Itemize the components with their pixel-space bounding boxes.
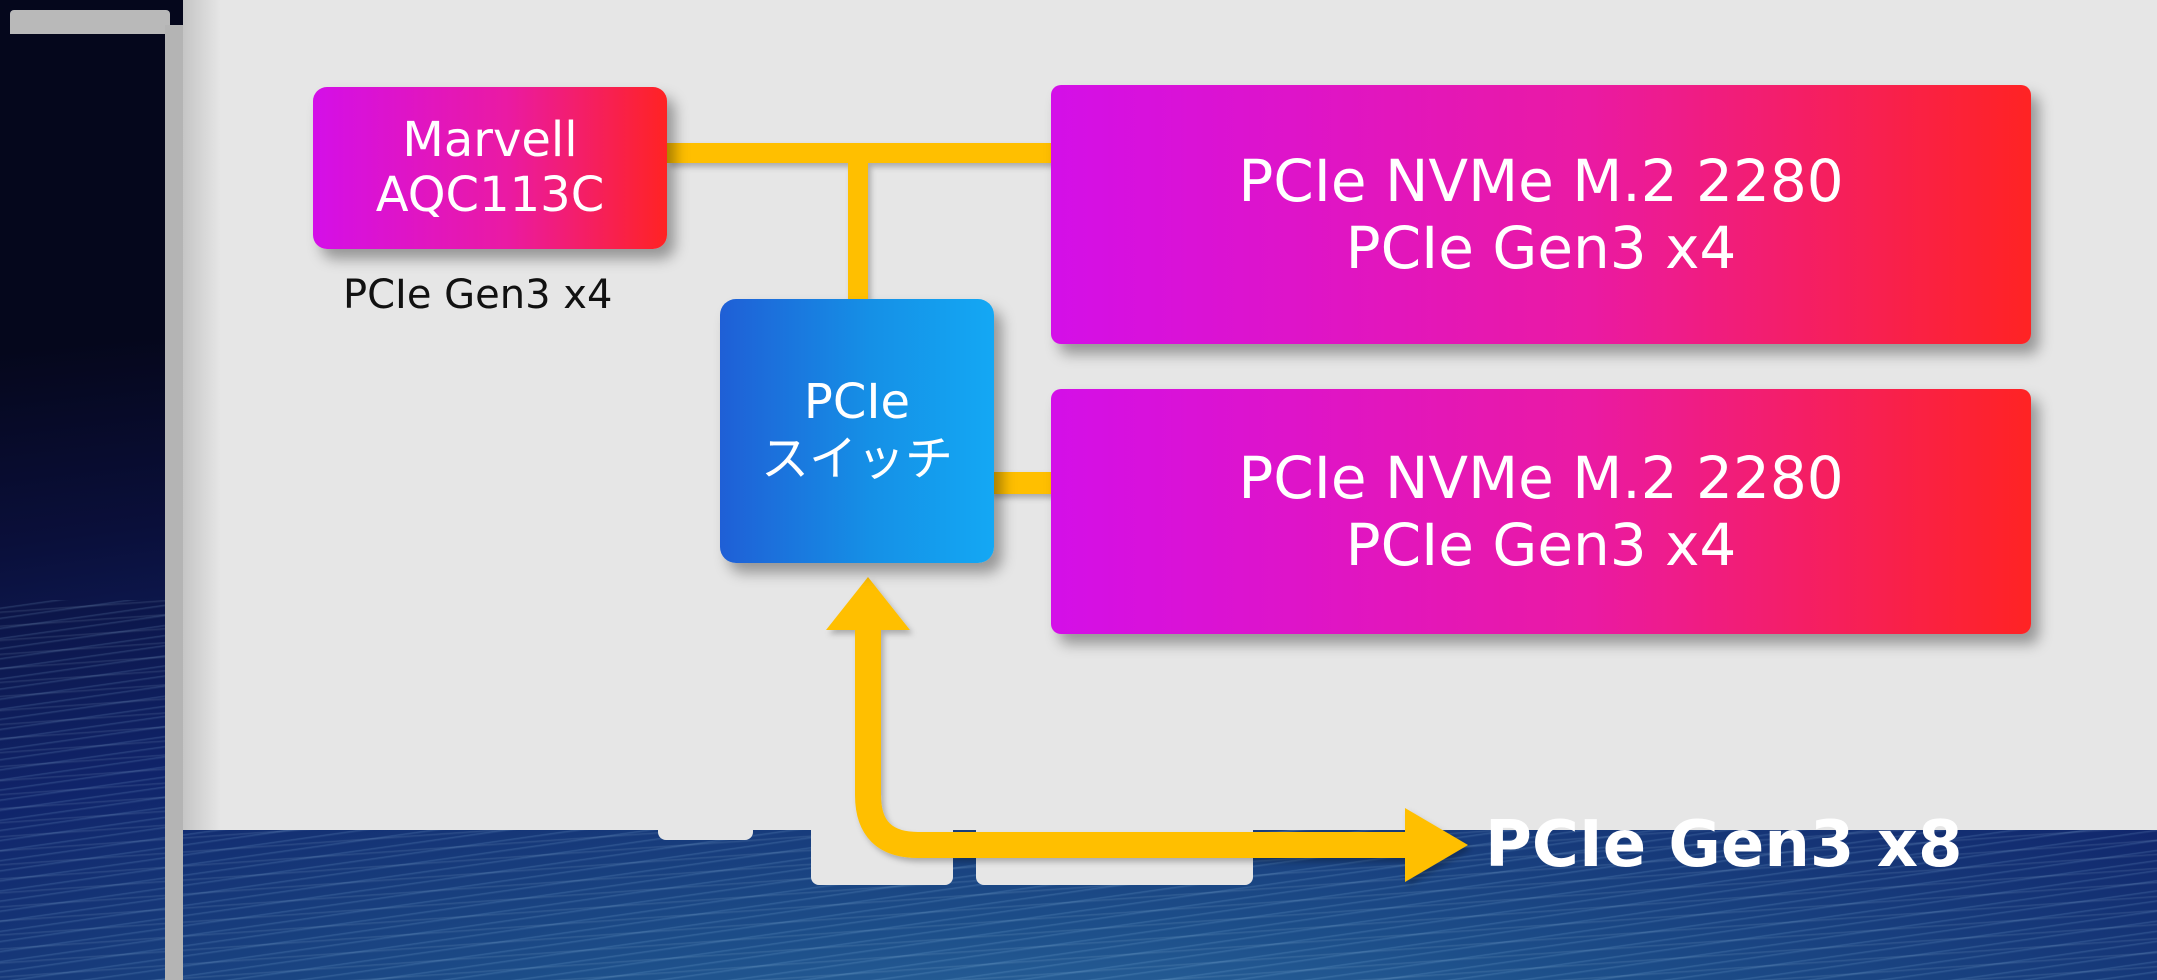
switch-line1: PCIe [803, 374, 911, 431]
wire-trunk-to-switch [848, 143, 868, 303]
bracket-column [165, 25, 183, 980]
nvme-slot-2-bus: PCIe Gen3 x4 [1345, 510, 1737, 579]
nvme-slot-2: PCIe NVMe M.2 2280 PCIe Gen3 x4 [1051, 389, 2031, 634]
pcie-switch-chip: PCIe スイッチ [720, 299, 994, 563]
nvme-slot-1-bus: PCIe Gen3 x4 [1345, 213, 1737, 282]
controller-model: AQC113C [375, 167, 605, 223]
connector-finger [658, 820, 753, 840]
board-edge-shade [183, 0, 221, 830]
bracket-tab [10, 10, 170, 34]
arrow-head-right [1405, 808, 1468, 882]
wire-switch-to-nvme2 [990, 472, 1055, 494]
connector-finger [955, 785, 977, 825]
host-bus-arrow [826, 577, 1468, 882]
nvme-slot-2-type: PCIe NVMe M.2 2280 [1238, 443, 1844, 512]
arrow-head-up [826, 577, 910, 630]
controller-name: Marvell [402, 111, 578, 168]
host-bus-label: PCIe Gen3 x8 [1485, 808, 1963, 882]
nvme-slot-1-type: PCIe NVMe M.2 2280 [1238, 146, 1844, 215]
wire-network [667, 143, 1057, 494]
controller-chip: Marvell AQC113C [313, 87, 667, 249]
controller-bus-label: PCIe Gen3 x4 [343, 272, 613, 318]
nvme-slot-1: PCIe NVMe M.2 2280 PCIe Gen3 x4 [1051, 85, 2031, 344]
switch-line2: スイッチ [760, 431, 953, 487]
